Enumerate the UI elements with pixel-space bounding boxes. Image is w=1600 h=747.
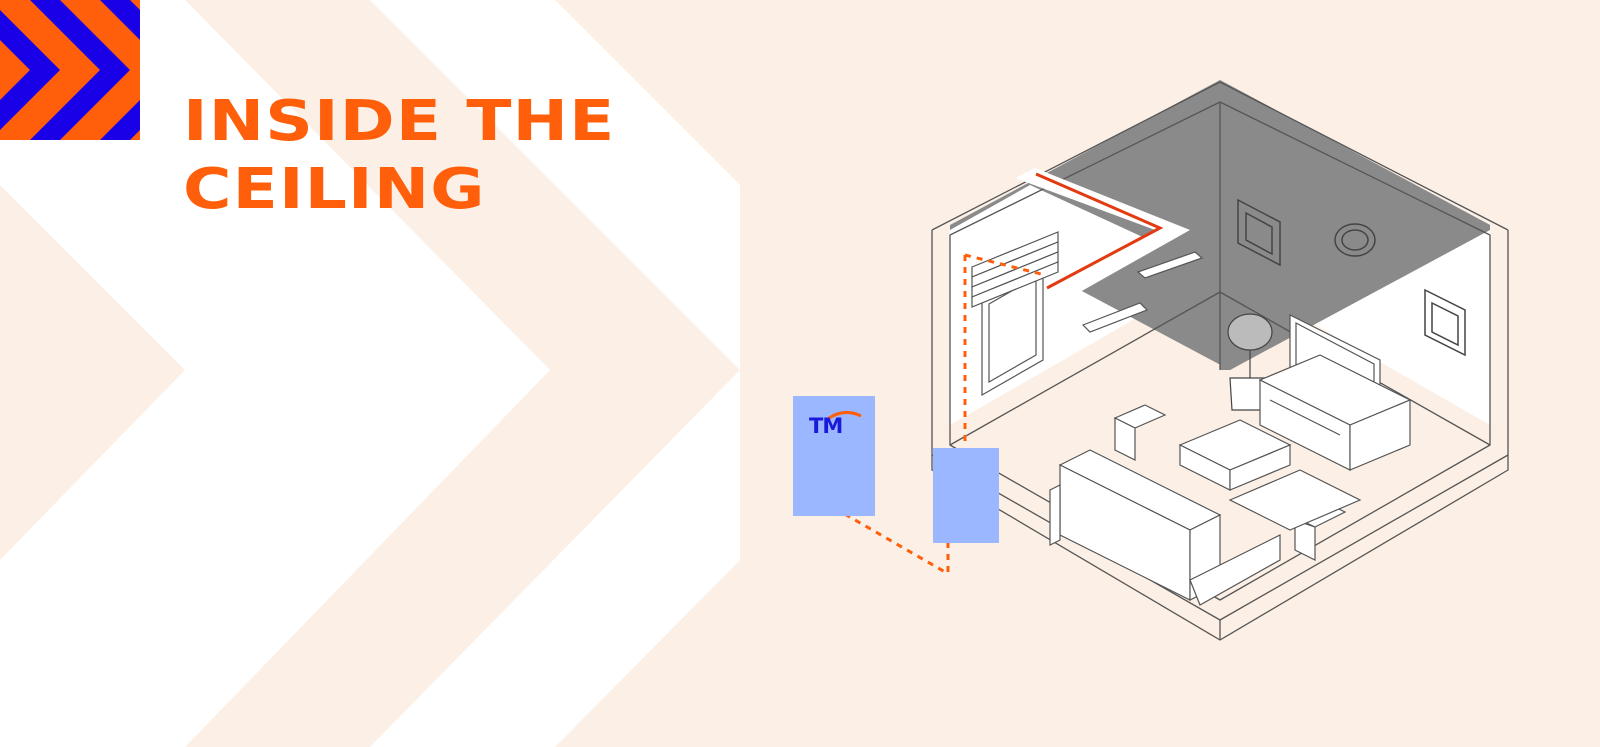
isometric-room-icon [823,80,1509,641]
page-title: INSIDE THE CEILING [183,88,615,224]
chevron-pattern-icon [0,0,140,140]
wall-outlet-box-icon [933,448,999,543]
title-line-1: INSIDE THE [183,89,616,154]
title-line-2: CEILING [183,157,486,222]
tm-swoosh-logo [828,411,862,420]
ceiling-cable-icon [1035,172,1164,290]
router-box-icon: TM [793,396,875,516]
tm-logo-text: TM [809,414,843,438]
